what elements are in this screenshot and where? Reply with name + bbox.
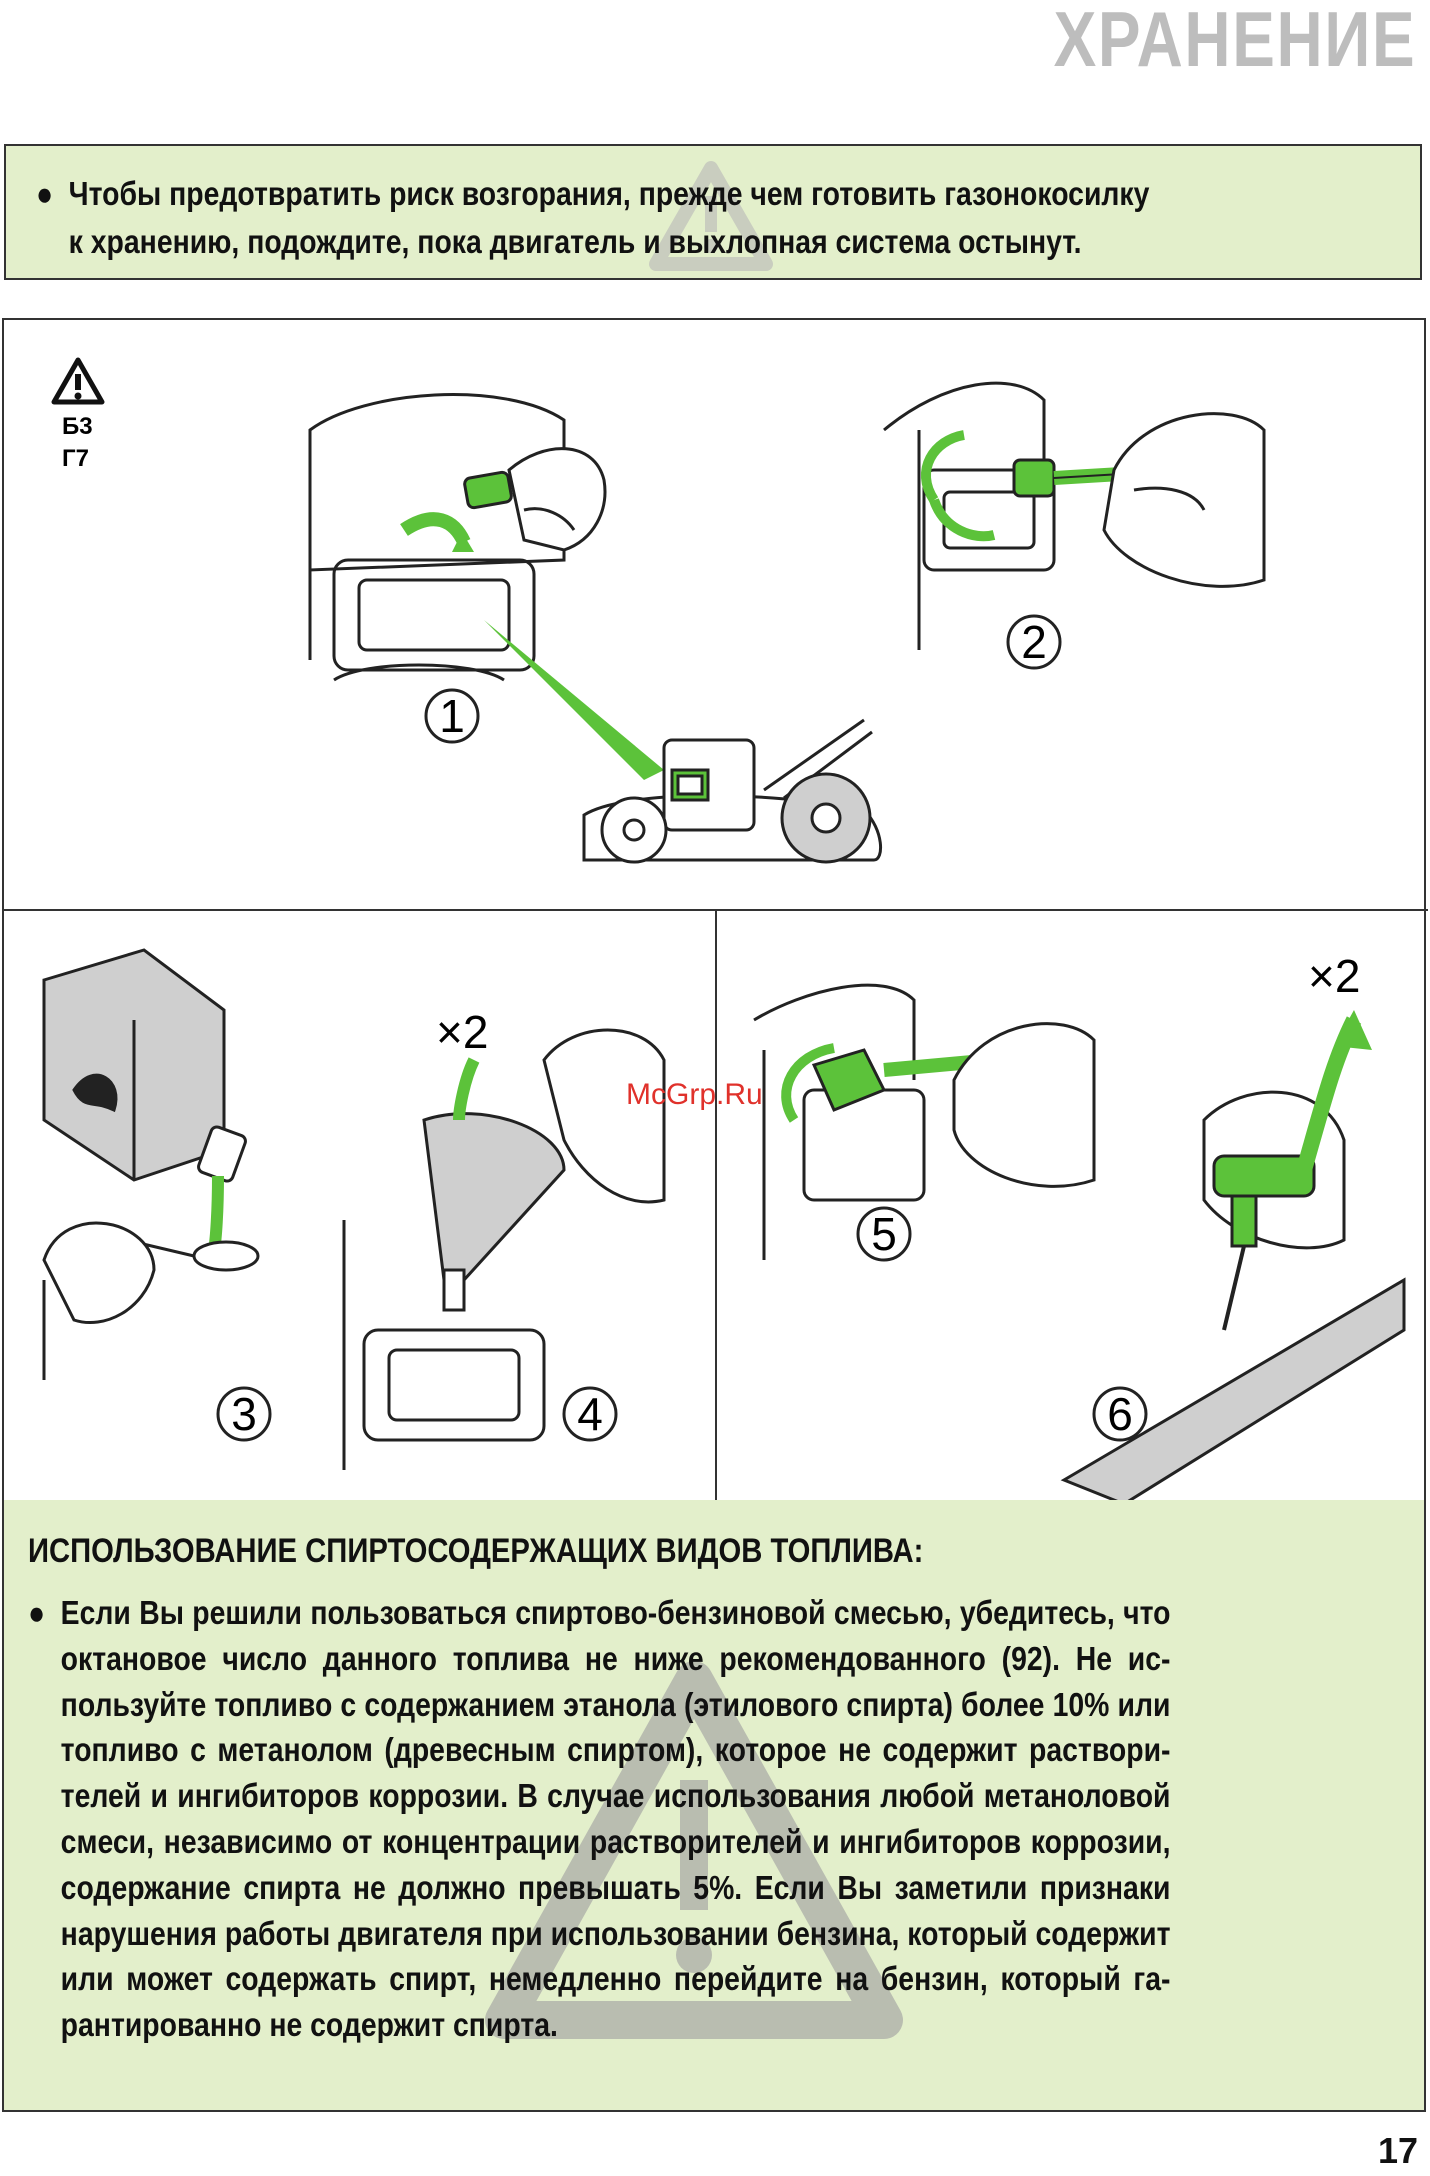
engine-surface-step6 [1060,1277,1406,1504]
paragraph-line: топливо с метанолом (древесным спиртом),… [60,1731,1171,1769]
fuel-cap-green [400,470,513,552]
fire-warning-box: ● Чтобы предотвратить риск возгорания, пр… [4,144,1422,280]
ref-code-2: Г7 [62,445,89,472]
step-1-number: 1 [439,690,465,742]
hand-step2 [1102,412,1266,588]
paragraph-line: телей и ингибиторов коррозии. В случае и… [60,1777,1171,1815]
ref-code-1: Б3 [62,413,93,440]
repeat-label-step6: ×2 [1308,950,1360,1002]
fire-warning-text: ● Чтобы предотвратить риск возгорания, пр… [36,170,1378,266]
bullet: ● [36,175,54,212]
repeat-label-step4: ×2 [436,1006,488,1058]
step-4-badge [562,1386,618,1442]
paragraph-line: смеси, независимо от концентрации раство… [60,1822,1171,1860]
storage-illustration-panel: Б3 Г7 1 [2,318,1428,1504]
step2-engine-drawing [883,381,1056,650]
watermark-triangle-small [649,161,773,271]
paragraph-line: Если Вы решили пользоваться спиртово-бен… [60,1594,1171,1631]
bullet: ● [28,1594,46,1631]
step-5-number: 5 [871,1208,897,1260]
watermark-triangle-large [485,1661,903,2039]
warning-line-1: Чтобы предотвратить риск возгорания, пре… [68,175,1150,212]
alcohol-fuel-heading: ИСПОЛЬЗОВАНИЕ СПИРТОСОДЕРЖАЩИХ ВИДОВ ТОП… [28,1532,924,1570]
step3-oil-bottle [42,948,247,1183]
hand-step4 [542,1028,666,1204]
step-1-badge [424,688,480,744]
step-5-badge [856,1206,912,1262]
watermark-text: McGrp.Ru [626,1078,763,1111]
oil-stream-step3 [208,1175,224,1252]
storage-steps-illustration: Б3 Г7 1 [4,357,1428,1504]
step-2-badge [1006,614,1062,670]
lawnmower-drawing [582,718,883,864]
hand-step5 [952,1022,1096,1188]
section-title: ХРАНЕНИЕ [1053,0,1416,83]
alcohol-fuel-paragraph: ● Если Вы решили пользоваться спиртово-б… [28,1590,1395,2048]
warning-triangle-icon [51,357,105,405]
page-number: 17 [1377,2130,1418,2171]
paragraph-line: пользуйте топливо с содержанием этанола … [60,1685,1171,1723]
paragraph-line: содержание спирта не должно превышать 5%… [60,1868,1171,1906]
dipstick-cap-step5 [781,1043,995,1123]
paragraph-line: нарушения работы двигателя при использов… [60,1914,1171,1952]
paragraph-line: рантированно не содержит спирта. [60,2006,558,2044]
step1-engine-drawing [308,393,566,682]
alcohol-fuel-box: ИСПОЛЬЗОВАНИЕ СПИРТОСОДЕРЖАЩИХ ВИДОВ ТОП… [2,1500,1426,2112]
step4-engine [342,1220,546,1470]
hand-step1 [507,447,607,552]
step-3-badge [216,1386,272,1442]
oil-stream-step4 [453,1057,480,1121]
zoom-ray [484,620,664,780]
warning-line-2: к хранению, подождите, пока двигатель и … [68,223,1082,260]
step6-hand-green-cap [1202,1010,1372,1331]
step-4-number: 4 [577,1388,603,1440]
paragraph-line: октановое число данного топлива не ниже … [60,1639,1171,1677]
step-6-number: 6 [1107,1388,1133,1440]
step4-funnel [422,1112,566,1312]
step-6-badge [1092,1386,1148,1442]
hand-spoon-step3 [42,1221,260,1380]
step-2-number: 2 [1021,616,1047,668]
step-3-number: 3 [231,1388,257,1440]
paragraph-line: или может содержать спирт, немедленно пе… [60,1960,1171,1998]
